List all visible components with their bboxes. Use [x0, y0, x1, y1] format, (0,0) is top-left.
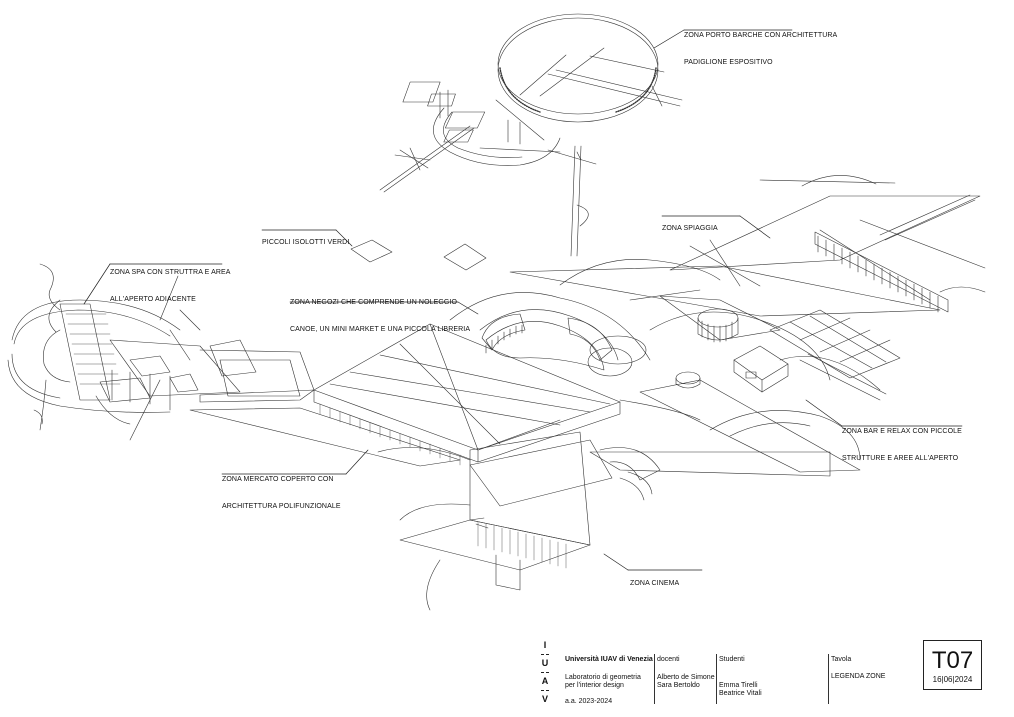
label-piccoli-isolotti: PICCOLI ISOLOTTI VERDI: [262, 220, 349, 256]
label-line: PADIGLIONE ESPOSITIVO: [684, 59, 773, 66]
logo-letter: V: [541, 694, 548, 704]
studenti-label: Studenti: [719, 656, 745, 663]
logo-dash: [541, 654, 549, 655]
divider: [654, 654, 655, 704]
label-line: PICCOLI ISOLOTTI VERDI: [262, 239, 350, 246]
label-line: CANOE, UN MINI MARKET E UNA PICCOLA LIBR…: [290, 326, 471, 333]
cinema-drawing: [399, 431, 591, 611]
logo-letter: U: [541, 658, 549, 668]
mercato-drawing: [129, 323, 831, 521]
sheet-date: 16|06|2024: [932, 675, 973, 684]
divider: [828, 654, 829, 704]
label-line: ZONA MERCATO COPERTO CON: [222, 476, 334, 483]
studente-name: Emma Tirelli: [719, 682, 758, 689]
label-line: ARCHITETTURA POLIFUNZIONALE: [222, 503, 341, 510]
label-line: STRUTTURE E AREE ALL'APERTO: [842, 455, 959, 462]
label-line: ZONA SPA CON STRUTTRA E AREA: [110, 269, 231, 276]
label-line: ZONA SPIAGGIA: [662, 225, 718, 232]
label-zona-bar-relax: ZONA BAR E RELAX CON PICCOLE STRUTTURE E…: [842, 409, 962, 472]
divider: [716, 654, 717, 704]
university-name: Università IUAV di Venezia: [565, 656, 653, 663]
logo-letter: A: [541, 676, 549, 686]
docente-name: Alberto de Simone: [657, 674, 715, 681]
tavola-label: Tavola: [831, 656, 852, 663]
academic-year: a.a. 2023-2024: [565, 698, 613, 705]
sheet-code: T07: [931, 647, 974, 674]
course-line-1: Laboratorio di geometria: [565, 674, 641, 681]
studente-name: Beatrice Vitali: [719, 690, 762, 697]
label-line: ZONA BAR E RELAX CON PICCOLE: [842, 428, 962, 435]
logo-dash: [541, 690, 549, 691]
docente-name: Sara Bertoldo: [657, 682, 700, 689]
isolotti-drawing: [350, 239, 487, 271]
spa-drawing: [7, 263, 315, 431]
bar-relax-drawing: [619, 309, 901, 473]
docenti-label: docenti: [657, 656, 680, 663]
leader-lines: [83, 29, 963, 571]
course-line-2: per l'interior design: [565, 682, 624, 689]
label-zona-spiaggia: ZONA SPIAGGIA: [662, 206, 718, 242]
negozi-drawing: [449, 289, 831, 381]
label-zona-cinema: ZONA CINEMA: [630, 561, 679, 597]
label-zona-negozi: ZONA NEGOZI CHE COMPRENDE UN NOLEGGIO CA…: [290, 280, 470, 343]
label-line: ZONA CINEMA: [630, 580, 680, 587]
label-zona-spa: ZONA SPA CON STRUTTRA E AREA ALL'APERTO …: [110, 250, 231, 313]
label-line: ALL'APERTO ADIACENTE: [110, 296, 196, 303]
porto-barche-drawing: [379, 13, 683, 257]
label-line: ZONA NEGOZI CHE COMPRENDE UN NOLEGGIO: [290, 299, 458, 306]
label-zona-porto-barche: ZONA PORTO BARCHE CON ARCHITETTURA PADIG…: [684, 13, 837, 76]
spiaggia-drawing: [509, 175, 986, 317]
sheet-code-box: T07 16|06|2024: [923, 640, 982, 690]
tavola-title: LEGENDA ZONE: [831, 673, 886, 680]
logo-dash: [541, 672, 549, 673]
label-zona-mercato: ZONA MERCATO COPERTO CON ARCHITETTURA PO…: [222, 457, 341, 520]
logo-letter: I: [543, 640, 547, 650]
label-line: ZONA PORTO BARCHE CON ARCHITETTURA: [684, 32, 838, 39]
